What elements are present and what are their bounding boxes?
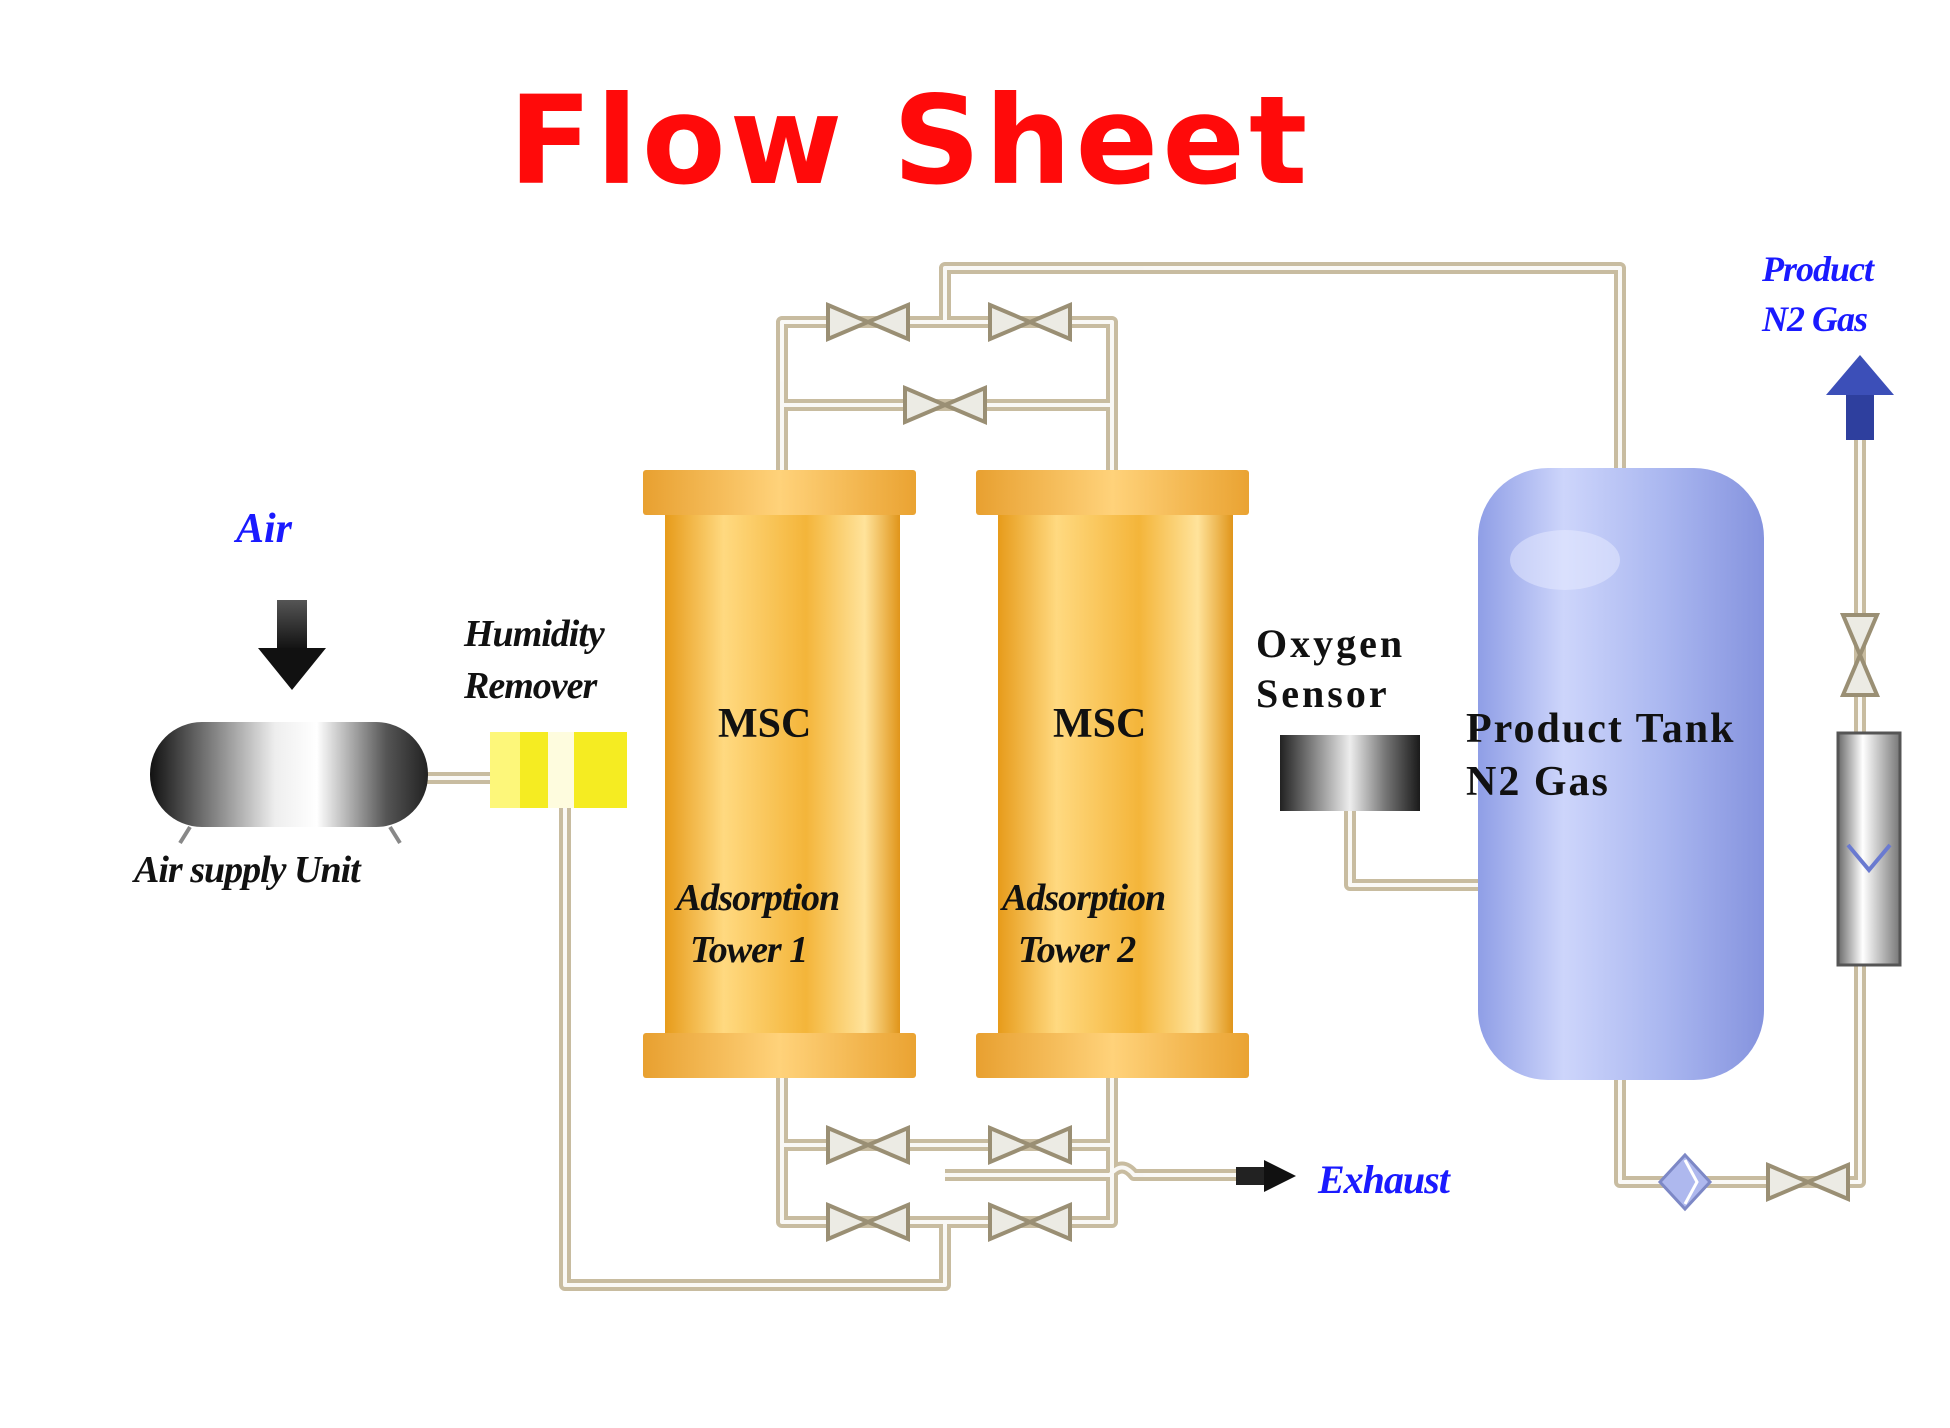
air-label: Air (236, 506, 293, 552)
flow-meter (1836, 731, 1902, 967)
product-tank (1478, 468, 1764, 1080)
product-tank-label-2: N2 Gas (1466, 759, 1610, 805)
pipe-top-header (776, 316, 1118, 470)
humidity-remover-label-1: Humidity (464, 613, 605, 655)
air-supply-unit (150, 722, 428, 845)
humidity-remover (490, 732, 627, 808)
valve-bottom-lower-left (826, 1201, 910, 1243)
valves (826, 301, 1881, 1243)
valve-top-left (826, 301, 910, 343)
exhaust-label: Exhaust (1318, 1157, 1450, 1202)
tower-1-label-2: Tower 1 (690, 929, 808, 971)
oxygen-sensor-label-1: Oxygen (1256, 621, 1406, 666)
pipe-product-header (939, 262, 1626, 470)
product-tank-label-1: Product Tank (1466, 706, 1736, 752)
adsorption-tower-2 (976, 470, 1249, 1078)
oxygen-sensor (1280, 735, 1420, 811)
tower-1-msc-label: MSC (718, 701, 812, 747)
pipe-sensor (1344, 808, 1485, 891)
valve-product-outlet (1766, 1161, 1850, 1203)
tower-1-label-1: Adsorption (676, 877, 840, 919)
valve-top-right (988, 301, 1072, 343)
humidity-remover-label-2: Remover (464, 665, 597, 707)
filter-icon (1657, 1152, 1713, 1212)
valve-top-bypass (903, 384, 987, 426)
valve-product-vertical (1839, 613, 1881, 697)
exhaust-arrow-icon (1236, 1160, 1296, 1192)
product-out-label-1: Product (1762, 249, 1874, 289)
tower-2-label-2: Tower 2 (1018, 929, 1136, 971)
valve-bottom-upper-left (826, 1124, 910, 1166)
oxygen-sensor-label-2: Sensor (1256, 671, 1390, 716)
tower-2-label-1: Adsorption (1002, 877, 1166, 919)
valve-bottom-upper-right (988, 1124, 1072, 1166)
product-out-arrow-icon (1826, 355, 1894, 440)
air-supply-unit-label: Air supply Unit (134, 849, 361, 891)
product-out-label-2: N2 Gas (1762, 299, 1868, 339)
tower-2-msc-label: MSC (1053, 701, 1147, 747)
page-title: Flow Sheet (508, 70, 1312, 212)
air-inlet-arrow-icon (258, 600, 326, 690)
adsorption-tower-1 (643, 470, 916, 1078)
valve-bottom-lower-right (988, 1201, 1072, 1243)
